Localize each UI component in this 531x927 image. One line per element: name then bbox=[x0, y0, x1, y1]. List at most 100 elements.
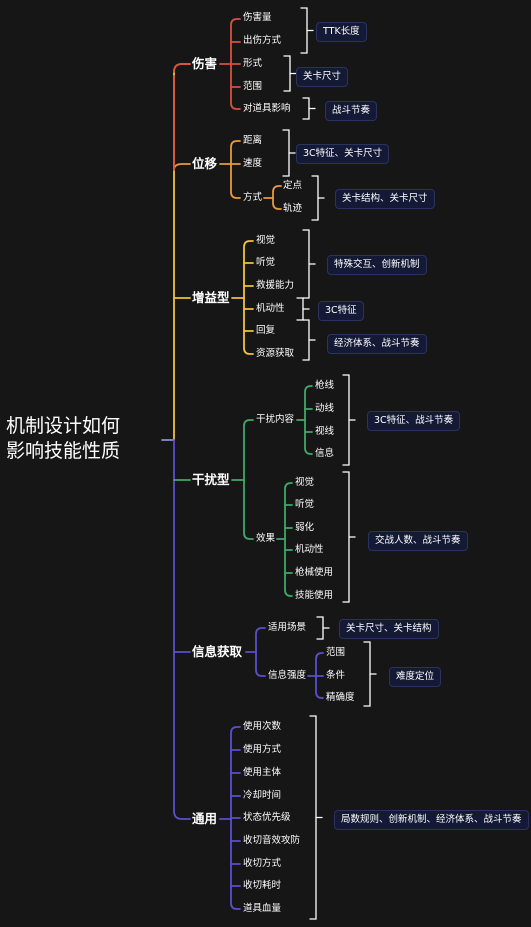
interfere-content-item: 信息 bbox=[315, 448, 335, 459]
damage-item: 范围 bbox=[243, 81, 263, 92]
bracket bbox=[283, 55, 291, 92]
interfere-tag: 3C特征、战斗节奏 bbox=[367, 411, 461, 431]
buff-item: 机动性 bbox=[256, 303, 285, 314]
move-item: 方式 bbox=[243, 192, 263, 203]
move-item: 速度 bbox=[243, 158, 263, 169]
interfere-effect-connector bbox=[284, 482, 293, 540]
spine-lower bbox=[173, 439, 191, 820]
buff-item: 回复 bbox=[256, 325, 276, 336]
interfere-content-connector bbox=[304, 419, 313, 455]
buff-connector bbox=[243, 240, 254, 299]
interfere-connector bbox=[243, 419, 254, 481]
bracket bbox=[342, 374, 350, 466]
buff-connector bbox=[243, 297, 254, 355]
general-item: 收切音效攻防 bbox=[243, 835, 301, 846]
general-item: 道具血量 bbox=[243, 903, 282, 914]
info-tag: 关卡尺寸、关卡结构 bbox=[339, 619, 439, 639]
info-group: 适用场景 bbox=[268, 622, 307, 633]
bracket bbox=[302, 229, 310, 299]
interfere-content-item: 视线 bbox=[315, 426, 335, 437]
bracket bbox=[309, 715, 317, 920]
move-sub-item: 定点 bbox=[283, 180, 303, 191]
category-damage: 伤害 bbox=[192, 56, 218, 71]
interfere-content-connector bbox=[304, 385, 313, 421]
interfere-effect-connector bbox=[284, 538, 293, 597]
category-general: 通用 bbox=[192, 811, 218, 826]
bracket bbox=[296, 297, 304, 321]
damage-item: 对道具影响 bbox=[243, 103, 291, 114]
move-sub-connector bbox=[272, 197, 282, 210]
bracket bbox=[282, 129, 290, 177]
general-tag: 局数规则、创新机制、经济体系、战斗节奏 bbox=[334, 810, 529, 830]
damage-tag: 战斗节奏 bbox=[325, 101, 378, 121]
interfere-group: 干扰内容 bbox=[256, 414, 295, 425]
spine-branch-move bbox=[173, 163, 191, 171]
buff-item: 听觉 bbox=[256, 257, 276, 268]
general-item: 冷却时间 bbox=[243, 790, 282, 801]
move-connector bbox=[230, 163, 241, 199]
interfere-effect-item: 听觉 bbox=[295, 499, 315, 510]
damage-item: 出伤方式 bbox=[243, 35, 282, 46]
category-interfere: 干扰型 bbox=[192, 472, 230, 487]
interfere-content-item: 动线 bbox=[315, 403, 335, 414]
damage-tag: 关卡尺寸 bbox=[296, 67, 349, 87]
buff-item: 资源获取 bbox=[256, 348, 295, 359]
interfere-effect-item: 技能使用 bbox=[295, 590, 334, 601]
info-tag: 难度定位 bbox=[389, 667, 442, 687]
interfere-connector bbox=[243, 479, 254, 540]
info-strength-item: 条件 bbox=[326, 670, 346, 681]
info-strength-connector bbox=[315, 675, 324, 699]
interfere-tag: 交战人数、战斗节奏 bbox=[368, 531, 468, 551]
general-item: 使用主体 bbox=[243, 767, 282, 778]
info-strength-item: 范围 bbox=[326, 647, 346, 658]
info-group: 信息强度 bbox=[268, 670, 307, 681]
info-strength-item: 精确度 bbox=[326, 692, 355, 703]
bracket bbox=[363, 641, 371, 707]
general-item: 状态优先级 bbox=[243, 812, 291, 823]
category-buff: 增益型 bbox=[192, 290, 230, 305]
buff-tag: 3C特征 bbox=[318, 301, 364, 321]
damage-tag: TTK长度 bbox=[316, 22, 367, 42]
interfere-effect-item: 视觉 bbox=[295, 477, 315, 488]
interfere-effect-item: 枪械使用 bbox=[295, 567, 334, 578]
interfere-effect-item: 弱化 bbox=[295, 522, 315, 533]
buff-item: 救援能力 bbox=[256, 280, 295, 291]
general-item: 收切方式 bbox=[243, 858, 282, 869]
move-tag: 3C特征、关卡尺寸 bbox=[296, 144, 390, 164]
general-connector bbox=[230, 726, 241, 820]
move-connector bbox=[230, 140, 241, 165]
bracket bbox=[300, 7, 308, 54]
spine-damage-top bbox=[173, 63, 191, 73]
bracket bbox=[302, 97, 310, 120]
category-move: 位移 bbox=[192, 156, 218, 171]
general-item: 收切耗时 bbox=[243, 880, 282, 891]
buff-item: 视觉 bbox=[256, 235, 276, 246]
bracket bbox=[311, 175, 319, 221]
move-sub-connector bbox=[272, 185, 282, 199]
interfere-effect-item: 机动性 bbox=[295, 544, 324, 555]
general-item: 使用次数 bbox=[243, 721, 282, 732]
info-connector bbox=[255, 651, 266, 677]
interfere-group: 效果 bbox=[256, 533, 276, 544]
buff-tag: 特殊交互、创新机制 bbox=[327, 255, 427, 275]
buff-tag: 经济体系、战斗节奏 bbox=[327, 334, 427, 354]
interfere-content-item: 枪线 bbox=[315, 380, 335, 391]
bracket bbox=[342, 471, 350, 603]
spine-upper bbox=[173, 63, 191, 441]
move-sub-item: 轨迹 bbox=[283, 203, 303, 214]
info-connector bbox=[255, 627, 266, 653]
category-info: 信息获取 bbox=[192, 644, 243, 659]
damage-item: 伤害量 bbox=[243, 12, 272, 23]
general-item: 使用方式 bbox=[243, 744, 282, 755]
info-strength-connector bbox=[315, 652, 324, 677]
damage-connector bbox=[230, 18, 241, 65]
general-connector bbox=[230, 818, 241, 910]
damage-item: 形式 bbox=[243, 58, 263, 69]
root-topic: 机制设计如何影响技能性质 bbox=[6, 415, 121, 462]
bracket bbox=[302, 319, 310, 361]
move-item: 距离 bbox=[243, 135, 263, 146]
damage-connector bbox=[230, 63, 241, 110]
bracket bbox=[316, 616, 324, 640]
move-tag: 关卡结构、关卡尺寸 bbox=[335, 189, 435, 209]
